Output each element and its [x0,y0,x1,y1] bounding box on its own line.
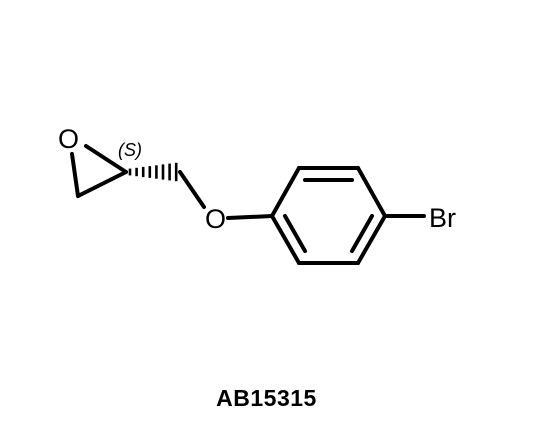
benzene-ring [270,166,387,265]
epoxide-o-to-ch2-bond [70,152,80,198]
epoxide-oxygen-label: O [58,124,79,154]
hashed-wedge-bond [128,162,178,182]
ch2-to-o-bond [178,170,206,209]
compound-id: AB15315 [216,385,317,411]
stereo-descriptor-label: (S) [118,140,142,160]
epoxide-o-to-c-bond [84,144,128,174]
bromine-label: Br [429,203,456,233]
ether-oxygen-label: O [205,204,226,234]
epoxide-c-to-ch2-bond [76,170,128,198]
o-to-ring-bond [226,214,274,220]
